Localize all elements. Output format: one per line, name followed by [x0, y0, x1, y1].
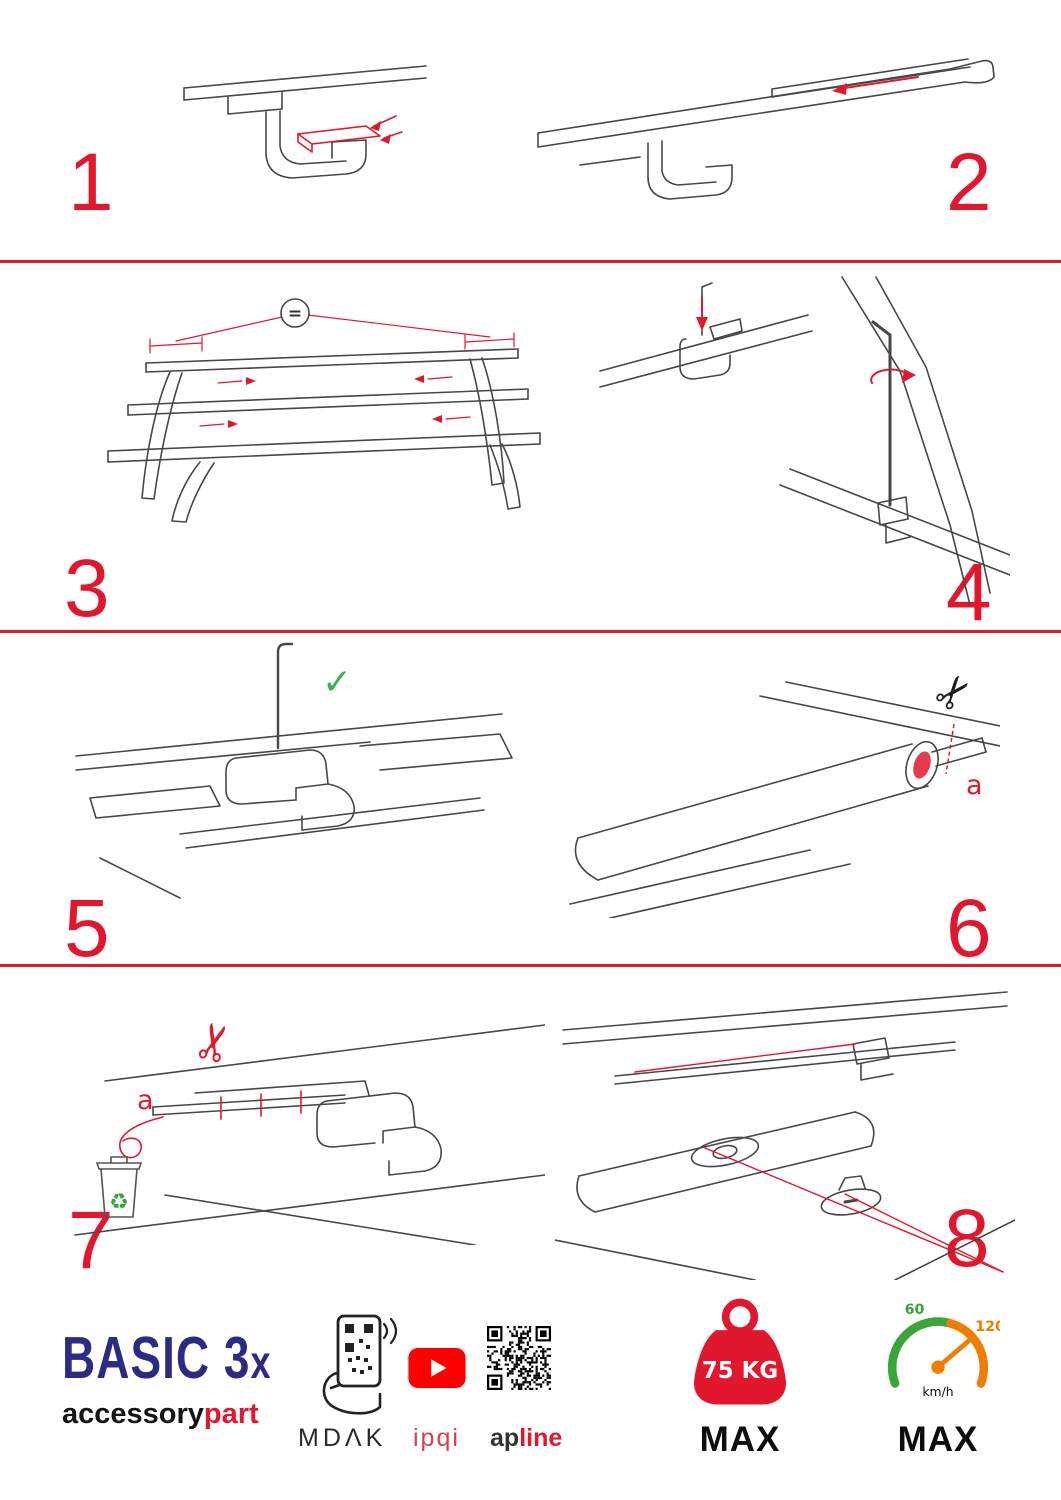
- checkmark-icon: ✓: [322, 662, 352, 703]
- logo-mdak: MDΛK: [298, 1424, 387, 1452]
- step-2-number: 2: [946, 137, 992, 228]
- step-6-number: 6: [946, 883, 992, 974]
- weight-max-label: MAX: [699, 1420, 781, 1459]
- rubber-pad-highlight: [297, 115, 403, 153]
- step-1-number: 1: [68, 137, 114, 228]
- step-8-number: 8: [944, 1193, 990, 1284]
- step-3-illustration: =: [50, 283, 550, 543]
- step-4-illustration: [590, 275, 1010, 605]
- logo-apline: apline: [490, 1424, 563, 1452]
- strip-cross-section: [913, 751, 931, 779]
- cut-marks: [119, 1090, 302, 1159]
- speed-unit: km/h: [922, 1384, 953, 1399]
- recycle-icon: ♻: [109, 1190, 129, 1215]
- weight-value: 75 KG: [702, 1358, 778, 1384]
- equal-spacing-badge: =: [280, 298, 310, 328]
- rotation-arrow: [701, 296, 911, 384]
- brand-subtitle: accessorypart: [62, 1398, 259, 1430]
- qr-finder-patterns: [487, 1326, 551, 1390]
- scissors-icon: ✂: [181, 1015, 248, 1070]
- insert-arrows: [370, 121, 391, 144]
- dimension-lines: [149, 314, 515, 427]
- cut-label: a: [966, 770, 983, 801]
- speedometer-icon: 60 120 km/h: [876, 1292, 1000, 1410]
- section-divider: [0, 260, 1061, 263]
- slide-arrow: [837, 76, 919, 90]
- speed-tick-high: 120: [975, 1319, 1000, 1335]
- logo-ipqi: ipqi: [413, 1424, 460, 1452]
- phone-qr-scan-icon: [312, 1312, 400, 1420]
- cut-label: a: [137, 1085, 154, 1116]
- phone-screen-qr: [345, 1324, 373, 1374]
- step-5-illustration: ✓: [60, 638, 520, 908]
- brand-name: BASIC 3x: [62, 1323, 272, 1391]
- step-8-illustration: [555, 980, 1015, 1280]
- scissors-icon: ✂: [923, 668, 986, 723]
- svg-text:=: =: [288, 304, 302, 324]
- cut-line: [945, 723, 955, 775]
- qr-code-icon: [487, 1326, 551, 1390]
- speed-max-label: MAX: [897, 1420, 979, 1459]
- brand-block: BASIC 3x accessorypart: [62, 1322, 292, 1431]
- youtube-icon: [408, 1348, 466, 1388]
- step-6-illustration: ✂ a: [550, 668, 1000, 918]
- speed-tick-low: 60: [905, 1302, 925, 1318]
- step-5-number: 5: [64, 883, 110, 974]
- section-divider: [0, 630, 1061, 633]
- weight-limit-icon: 75 KG: [678, 1292, 802, 1416]
- step-1-illustration: [170, 58, 440, 228]
- section-divider: [0, 964, 1061, 967]
- step-7-illustration: ✂ a ♻: [45, 985, 545, 1245]
- trash-icon: [95, 1156, 143, 1218]
- step-7-number: 7: [68, 1195, 114, 1286]
- alignment-arrows: [228, 375, 442, 428]
- step-3-number: 3: [64, 543, 110, 634]
- step-2-illustration: [520, 25, 1000, 225]
- leader-lines: [634, 1043, 1004, 1273]
